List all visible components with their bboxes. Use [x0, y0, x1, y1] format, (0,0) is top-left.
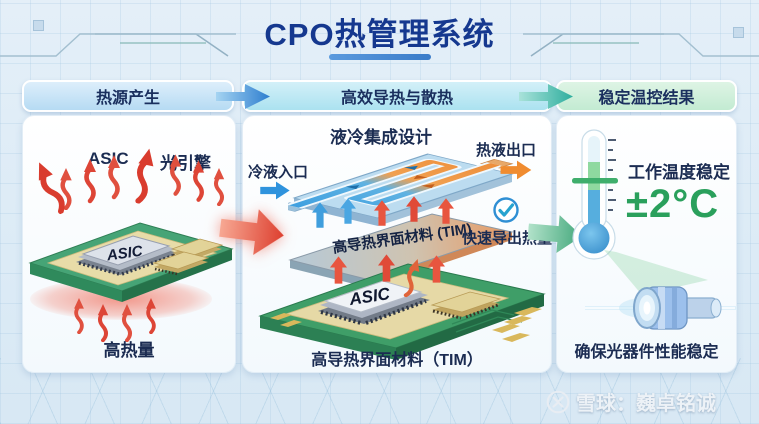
result-caption: 确保光器件性能稳定	[574, 344, 719, 361]
temp-range-value: ±2°C	[626, 182, 720, 226]
stage-label: 稳定温控结果	[598, 90, 695, 107]
temp-stable-label: 工作温度稳定	[628, 163, 730, 182]
thermometer-icon	[572, 129, 618, 260]
heat-up-arrow-icon	[428, 255, 445, 283]
cool-up-arrow-icon	[340, 198, 356, 224]
corner-square-decoration	[733, 27, 744, 38]
pcb-board-icon: ASIC	[28, 222, 234, 302]
stage-bar-cooling: 高效导热与散热	[242, 80, 552, 112]
heat-wave-arrow-icon	[168, 152, 183, 198]
heat-up-arrow-icon	[330, 256, 347, 284]
title-circuit-line-left-icon	[0, 33, 236, 57]
tim-bottom-caption: 高导热界面材料（TIM）	[311, 352, 483, 369]
title-underline	[329, 54, 431, 60]
asic-chip-label: ASIC	[105, 242, 145, 264]
optical-device-icon	[585, 286, 737, 330]
heat-wave-arrow-icon	[106, 152, 122, 202]
checkmark-icon	[493, 197, 519, 223]
heat-wave-arrow-icon	[72, 298, 86, 334]
watermark-text: 雪球：巍卓铭诚	[576, 393, 716, 415]
heat-up-arrow-icon	[378, 254, 395, 282]
heat-flow-arrow-icon	[219, 209, 284, 255]
hot-outlet-label: 热液出口	[476, 142, 537, 159]
title-circuit-line-right-icon	[523, 33, 759, 57]
heat-up-arrow-icon	[374, 200, 390, 226]
heat-caption: 高热量	[103, 341, 155, 360]
asic-top-label: ASIC	[88, 149, 129, 168]
cold-inlet-label: 冷液入口	[248, 164, 309, 181]
page-title: CPO热管理系统	[264, 17, 495, 52]
heat-up-arrow-icon	[406, 196, 422, 222]
liquid-cooling-title: 液冷集成设计	[330, 128, 432, 147]
stage-bar-heat-source: 热源产生	[22, 80, 234, 112]
heat-wave-arrow-icon	[82, 158, 98, 204]
cooled-flow-arrow-icon	[527, 215, 582, 254]
xueqiu-logo-icon	[546, 390, 570, 413]
stage-label: 热源产生	[95, 90, 160, 107]
corner-square-decoration	[33, 20, 44, 31]
stage-arrow-teal-icon	[519, 84, 573, 109]
watermark: 雪球：巍卓铭诚	[546, 387, 716, 416]
cool-up-arrow-icon	[312, 202, 328, 228]
hot-outlet-arrow-icon	[500, 160, 532, 180]
pcb-board-icon: ASIC	[258, 263, 546, 360]
heat-wave-arrow-icon	[191, 160, 206, 202]
stage-label: 高效导热与散热	[340, 90, 453, 107]
stage-arrow-blue-icon	[216, 84, 270, 109]
cold-inlet-arrow-icon	[260, 181, 290, 200]
heat-up-arrow-icon	[438, 198, 454, 224]
stage-bar-result: 稳定温控结果	[556, 80, 737, 112]
light-cone-icon	[604, 250, 708, 295]
heat-wave-arrow-icon	[144, 298, 158, 334]
